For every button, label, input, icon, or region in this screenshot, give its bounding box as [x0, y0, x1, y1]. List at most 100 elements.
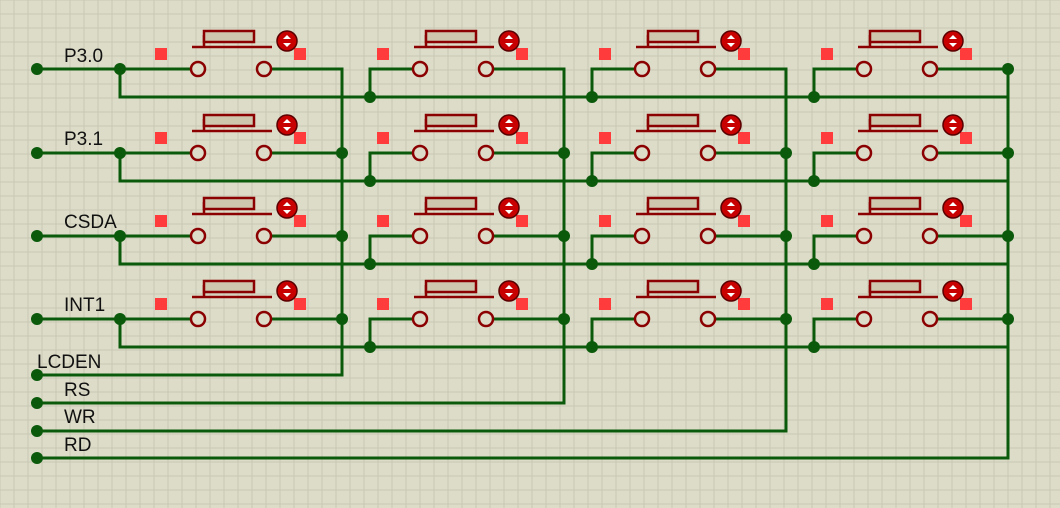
contact-left	[189, 60, 207, 78]
junction-dot	[558, 147, 570, 159]
pin-marker	[294, 48, 306, 60]
actuator-icon	[498, 280, 520, 302]
arrow-up-icon	[727, 35, 735, 39]
contact-right	[921, 60, 939, 78]
contact-right	[477, 60, 495, 78]
net-labels: P3.0 P3.1 CSDA INT1 LCDEN RS WR RD	[37, 46, 117, 456]
button-cap	[646, 279, 700, 294]
junction-dot	[31, 313, 43, 325]
pin-marker	[821, 132, 833, 144]
actuator-icon	[498, 30, 520, 52]
contact-left	[189, 310, 207, 328]
actuator-icon	[498, 197, 520, 219]
pin-marker	[155, 132, 167, 144]
contact-left	[633, 310, 651, 328]
push-button	[599, 113, 750, 162]
button-cap	[424, 29, 478, 44]
push-button	[821, 113, 972, 162]
junction-dot	[31, 147, 43, 159]
push-button	[155, 113, 306, 162]
net-label-rs: RS	[64, 380, 90, 401]
button-cap	[202, 113, 256, 128]
pin-marker	[516, 215, 528, 227]
junction-dot	[808, 258, 820, 270]
pin-marker	[377, 215, 389, 227]
junction-dot	[336, 230, 348, 242]
arrow-up-icon	[283, 202, 291, 206]
push-button	[377, 113, 528, 162]
junction-dot	[808, 175, 820, 187]
net-label-p30: P3.0	[64, 46, 103, 67]
junction-dot	[1002, 147, 1014, 159]
arrow-up-icon	[505, 285, 513, 289]
net-label-p31: P3.1	[64, 129, 103, 150]
arrow-down-icon	[949, 43, 957, 47]
button-cap	[424, 113, 478, 128]
contact-left	[189, 227, 207, 245]
contact-left	[411, 227, 429, 245]
button-matrix	[155, 29, 972, 328]
actuator-icon	[942, 197, 964, 219]
actuator-icon	[720, 30, 742, 52]
pin-marker	[599, 298, 611, 310]
actuator-icon	[942, 30, 964, 52]
wires	[35, 67, 1010, 460]
contact-right	[921, 310, 939, 328]
arrow-up-icon	[949, 202, 957, 206]
junction-dot	[558, 313, 570, 325]
push-button	[155, 279, 306, 328]
pin-marker	[516, 48, 528, 60]
pin-marker	[599, 48, 611, 60]
actuator-icon	[720, 114, 742, 136]
actuator-icon	[498, 114, 520, 136]
junction-dot	[31, 230, 43, 242]
button-cap	[868, 113, 922, 128]
button-cap	[646, 29, 700, 44]
junction-dot	[31, 425, 43, 437]
actuator-icon	[276, 197, 298, 219]
junction-dot	[364, 175, 376, 187]
pin-marker	[516, 132, 528, 144]
contact-left	[855, 60, 873, 78]
arrow-up-icon	[727, 119, 735, 123]
contact-right	[699, 144, 717, 162]
button-cap	[868, 196, 922, 211]
contact-left	[855, 310, 873, 328]
push-button	[599, 196, 750, 245]
contact-right	[477, 144, 495, 162]
contact-left	[411, 310, 429, 328]
junction-dot	[1002, 230, 1014, 242]
arrow-up-icon	[505, 119, 513, 123]
contact-left	[189, 144, 207, 162]
actuator-icon	[720, 280, 742, 302]
junction-dot	[31, 369, 43, 381]
arrow-up-icon	[727, 285, 735, 289]
arrow-down-icon	[949, 127, 957, 131]
pin-marker	[599, 215, 611, 227]
pin-marker	[738, 132, 750, 144]
contact-left	[633, 144, 651, 162]
pin-marker	[155, 298, 167, 310]
button-cap	[424, 279, 478, 294]
arrow-down-icon	[505, 127, 513, 131]
arrow-up-icon	[283, 119, 291, 123]
junction-dot	[586, 175, 598, 187]
arrow-down-icon	[727, 210, 735, 214]
arrow-down-icon	[505, 43, 513, 47]
contact-right	[477, 310, 495, 328]
junction-dot	[808, 91, 820, 103]
junction-dot	[364, 258, 376, 270]
net-label-wr: WR	[64, 407, 96, 428]
junction-dot	[336, 147, 348, 159]
actuator-icon	[720, 197, 742, 219]
junction-dot	[336, 313, 348, 325]
junction-dot	[114, 230, 126, 242]
button-cap	[424, 196, 478, 211]
push-button	[377, 29, 528, 78]
pin-marker	[821, 215, 833, 227]
contact-right	[255, 144, 273, 162]
pin-marker	[738, 215, 750, 227]
arrow-down-icon	[949, 293, 957, 297]
arrow-down-icon	[283, 210, 291, 214]
